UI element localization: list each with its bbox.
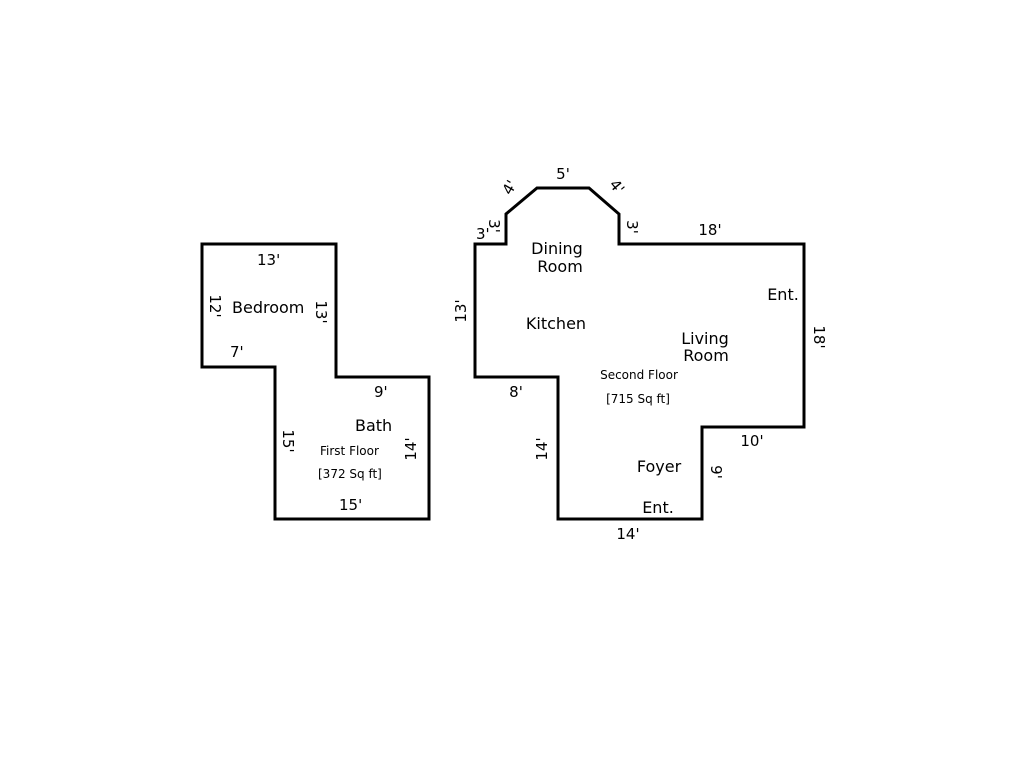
- entrance-right-label: Ent.: [767, 285, 799, 304]
- dim-bath-left: 15': [279, 429, 297, 452]
- dim-top: 5': [556, 165, 570, 183]
- dim-foyer-right: 9': [707, 465, 725, 479]
- dim-bedroom-top: 13': [257, 251, 280, 269]
- dim-left-vertical-upper: 3': [485, 219, 503, 233]
- second-floor-plan: Dining Room Kitchen Living Room Second F…: [452, 165, 828, 543]
- dim-inner-vertical: 14': [533, 437, 551, 460]
- dim-bottom: 14': [616, 525, 639, 543]
- living-room-label-line1: Living: [681, 329, 729, 348]
- dim-right-vertical-upper: 3': [623, 220, 641, 234]
- dim-left-step: 3': [476, 225, 490, 243]
- bath-label: Bath: [355, 416, 392, 435]
- first-floor-title: First Floor: [320, 444, 379, 458]
- dim-top-right: 18': [698, 221, 721, 239]
- foyer-label: Foyer: [637, 457, 682, 476]
- first-floor-area: [372 Sq ft]: [318, 467, 382, 481]
- dim-bedroom-left: 12': [206, 294, 224, 317]
- dim-left-diagonal: 4': [498, 177, 520, 198]
- dim-bath-top: 9': [374, 383, 388, 401]
- second-floor-outline: [473, 186, 806, 521]
- second-floor-area: [715 Sq ft]: [606, 392, 670, 406]
- kitchen-label: Kitchen: [526, 314, 586, 333]
- first-floor-plan: Bedroom Bath First Floor [372 Sq ft] 13'…: [200, 242, 431, 521]
- dim-bath-right: 14': [402, 437, 420, 460]
- dim-bedroom-right: 13': [312, 300, 330, 323]
- entrance-bottom-label: Ent.: [642, 498, 674, 517]
- living-room-label-line2: Room: [683, 346, 729, 365]
- dim-left-wall: 13': [452, 299, 470, 322]
- dim-inner-step: 8': [509, 383, 523, 401]
- dim-right-wall: 18': [810, 325, 828, 348]
- first-floor-outline: [200, 242, 431, 521]
- dim-right-diagonal: 4': [606, 176, 629, 198]
- dim-bath-bottom: 15': [339, 496, 362, 514]
- dining-room-label-line1: Dining: [531, 239, 583, 258]
- bedroom-label: Bedroom: [232, 298, 304, 317]
- dining-room-label-line2: Room: [537, 257, 583, 276]
- second-floor-title: Second Floor: [600, 368, 678, 382]
- dim-bedroom-bottom: 7': [230, 343, 244, 361]
- dim-bottom-right: 10': [740, 432, 763, 450]
